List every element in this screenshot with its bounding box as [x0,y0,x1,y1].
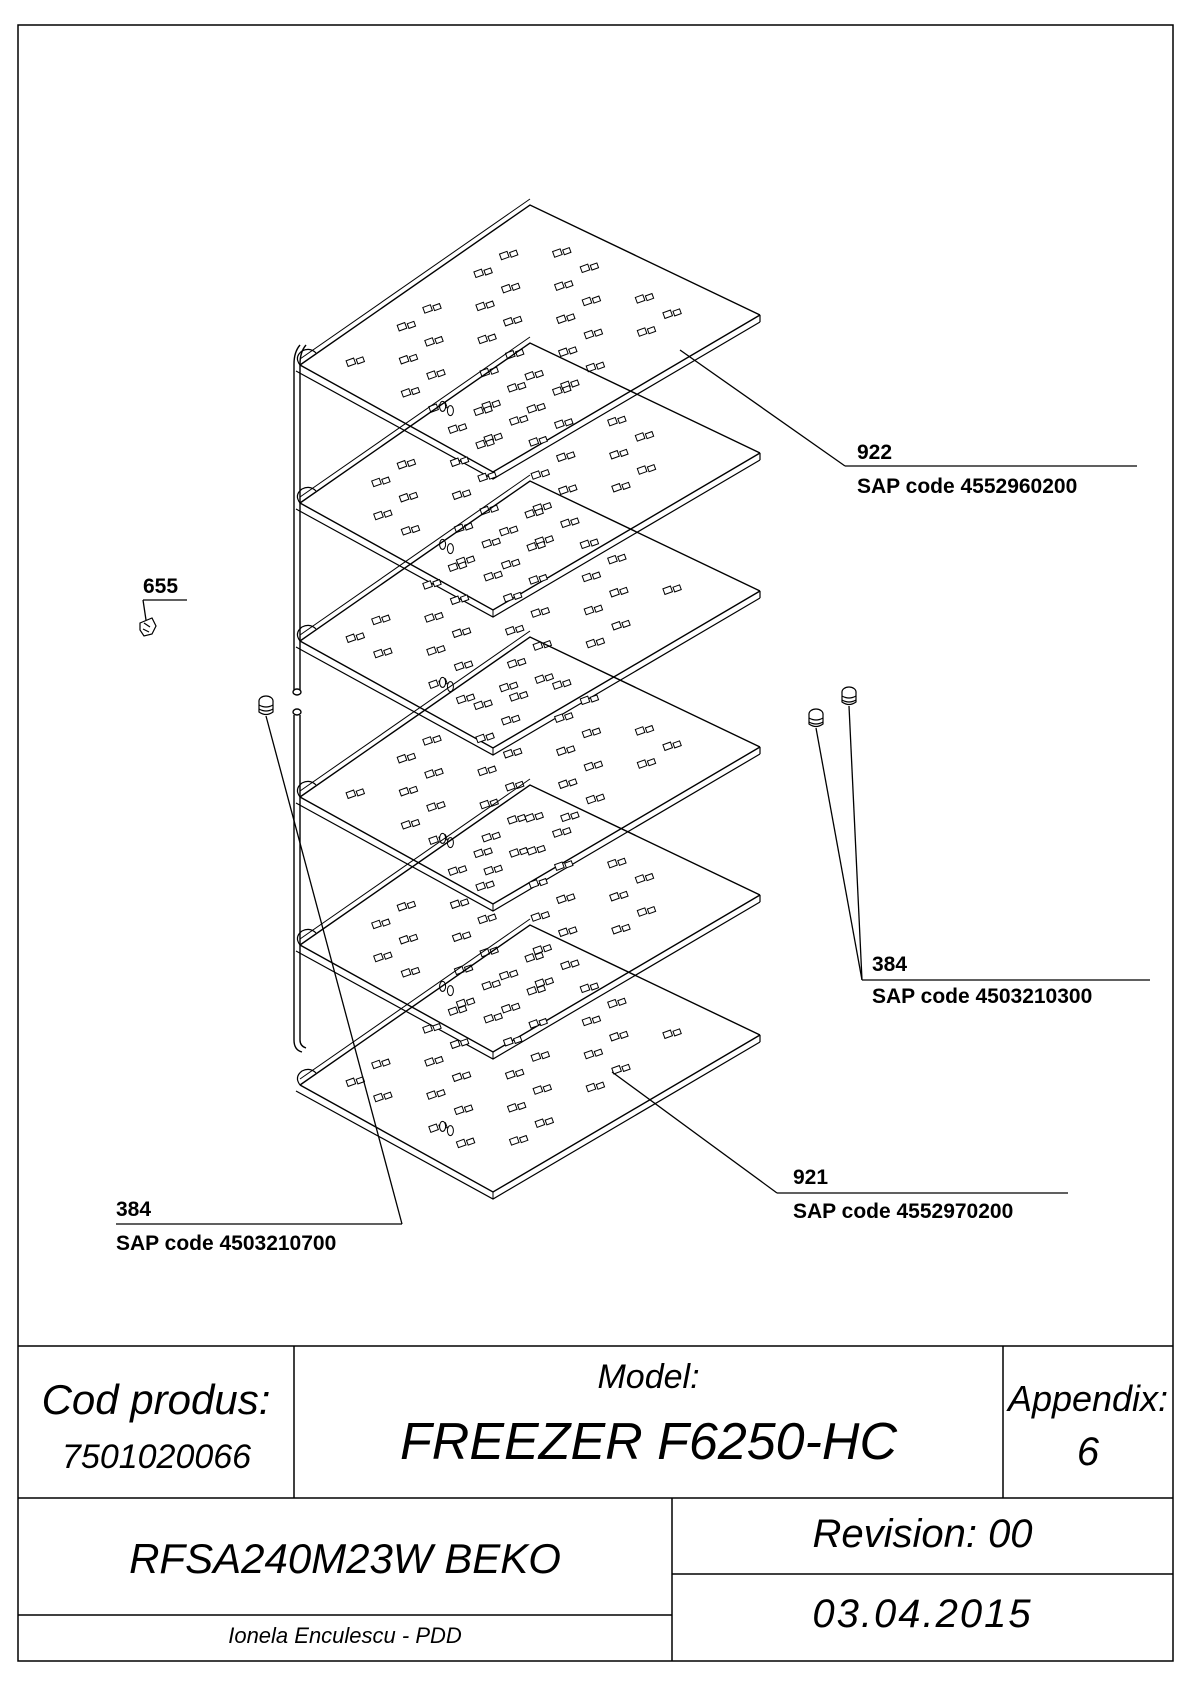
date: 03.04.2015 [812,1592,1033,1636]
revision: Revision: 00 [812,1512,1033,1556]
author: Ionela Enculescu - PDD [228,1623,462,1648]
wire-shelf [295,630,761,912]
callout-921-sap-code: SAP code 4552970200 [793,1200,1014,1223]
part-384-left-plug [258,695,274,716]
product-name: RFSA240M23W BEKO [129,1535,561,1582]
callout-922-sap-code: SAP code 4552960200 [857,475,1078,498]
appendix-value: 6 [1076,1430,1100,1474]
wire-shelf [295,198,761,480]
callout-922-number: 922 [857,441,893,464]
part-655-clip [139,617,157,637]
callout-384-right-number: 384 [872,953,908,976]
callout-655-number: 655 [143,575,179,598]
shelf-rail [292,344,307,1053]
drawing-border [17,24,1174,1662]
title-block-grid [18,1345,1173,1661]
cod-produs-value: 7501020066 [62,1438,252,1476]
wire-shelf [295,474,761,756]
cod-produs-label: Cod produs: [41,1376,271,1423]
appendix-label: Appendix: [1007,1378,1169,1419]
callout-384-left-sap-code: SAP code 4503210700 [116,1232,337,1255]
wire-shelf [295,778,761,1060]
wire-shelf [295,918,761,1200]
model-value: FREEZER F6250-HC [400,1413,897,1471]
leader-lines [116,349,1150,1225]
shelves-assembly [295,198,761,1200]
part-384-right-plug-a [808,708,824,728]
part-384-right-plug-b [841,686,857,706]
model-label: Model: [597,1358,700,1396]
callout-921-number: 921 [793,1166,829,1189]
callout-384-left-number: 384 [116,1198,152,1221]
wire-shelf [295,336,761,618]
callout-384-right-sap-code: SAP code 4503210300 [872,985,1093,1008]
